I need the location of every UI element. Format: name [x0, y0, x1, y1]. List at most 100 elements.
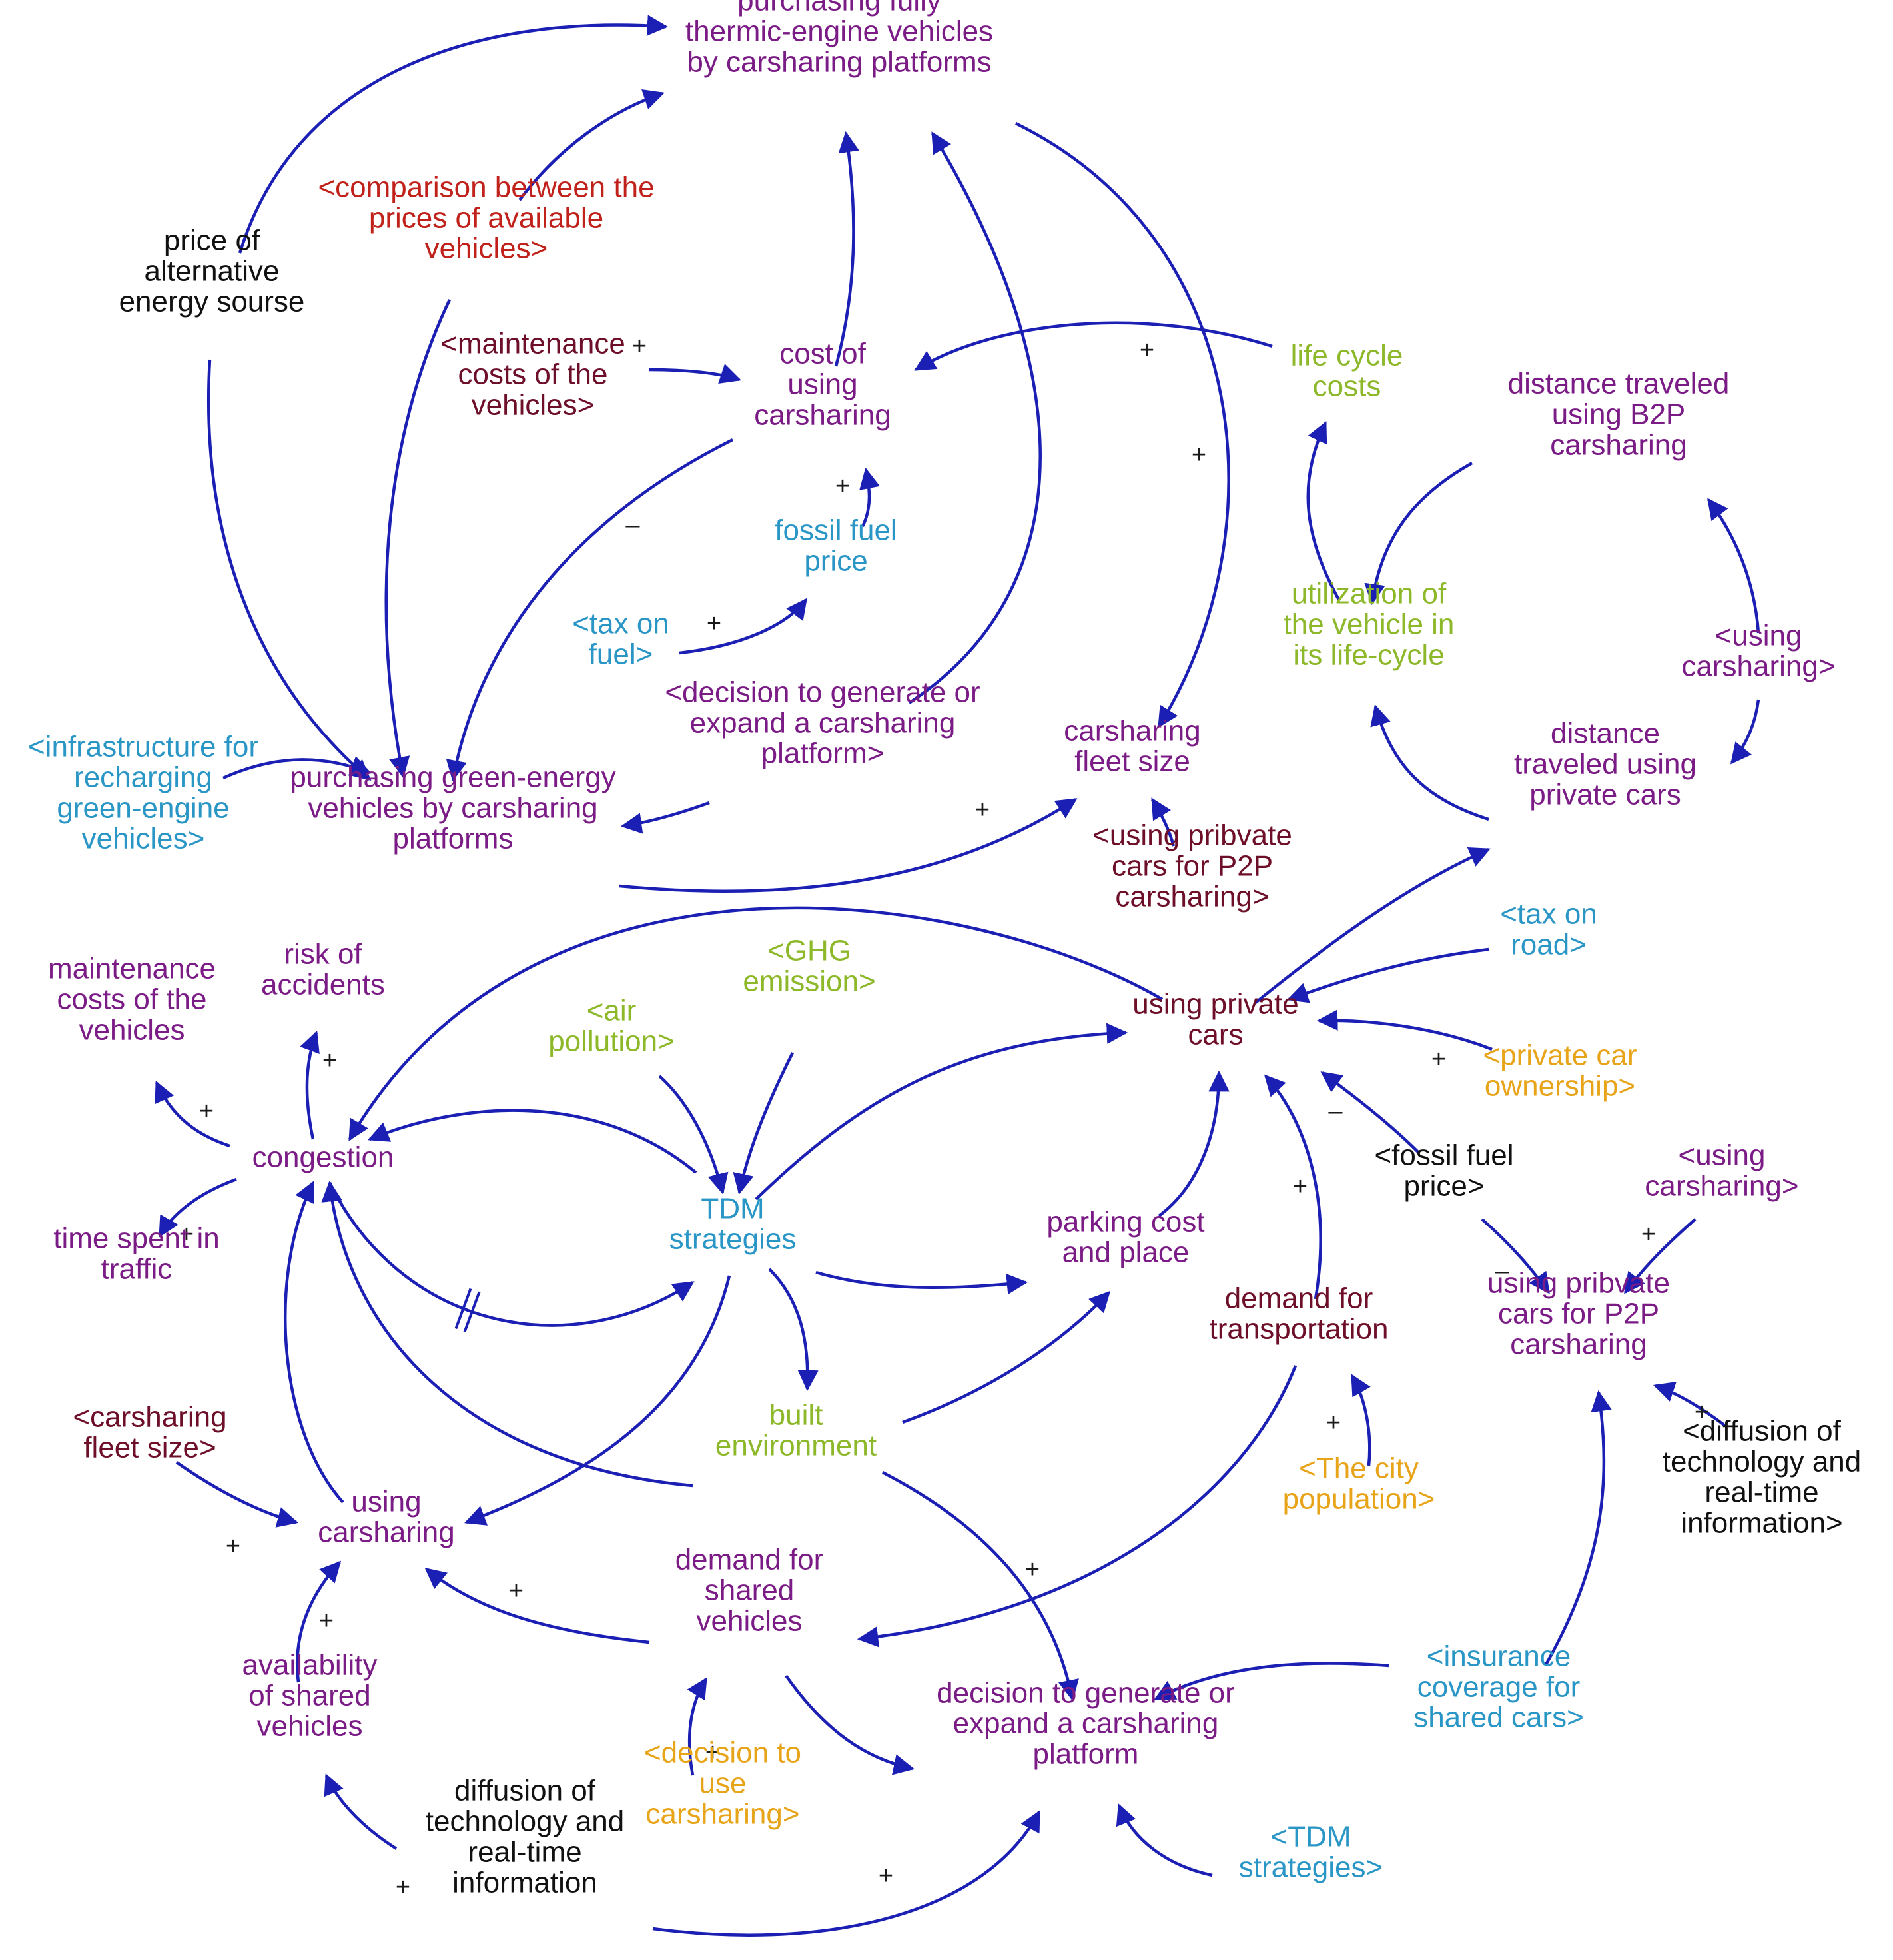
- node-label-line: purchasing fully: [737, 0, 941, 17]
- node-label-line: platform: [1033, 1738, 1139, 1771]
- node-label-line: <private car: [1483, 1039, 1637, 1072]
- link-life-cycle-costs-to-cost-using-cs: [914, 321, 1273, 371]
- link-built-env-to-congestion: [321, 1180, 693, 1488]
- node-label-line: traffic: [101, 1253, 173, 1286]
- node-label-line: <maintenance: [440, 328, 625, 360]
- node-label-line: distance: [1551, 718, 1660, 750]
- node-label-line: emission>: [743, 965, 875, 998]
- node-label-line: price: [804, 545, 867, 578]
- node-infrastructure: <infrastructure forrecharginggreen-engin…: [28, 731, 258, 855]
- link-purchasing-thermic-to-cs-fleet-size: [1015, 121, 1230, 728]
- link-using-private-to-congestion: [348, 906, 1164, 1141]
- polarity-label: –: [1495, 1257, 1509, 1285]
- link-dist-private-to-utilization: [1370, 704, 1489, 821]
- node-label-line: technology and: [426, 1805, 624, 1838]
- node-label-line: <diffusion of: [1683, 1415, 1841, 1448]
- node-label-line: shared cars>: [1413, 1702, 1584, 1734]
- node-label-line: carsharing>: [1115, 881, 1269, 913]
- polarity-label: +: [1140, 336, 1154, 364]
- node-label-line: vehicles: [257, 1710, 363, 1743]
- node-label-line: time spent in: [53, 1223, 219, 1255]
- node-label-line: accidents: [261, 969, 385, 1001]
- node-label-line: thermic-engine vehicles: [685, 15, 993, 48]
- polarity-label: +: [705, 1739, 720, 1767]
- node-label-line: the vehicle in: [1284, 608, 1455, 641]
- node-label-line: carsharing: [754, 399, 891, 432]
- link-tdm-to-congestion: [368, 1109, 697, 1174]
- node-label-line: vehicles>: [425, 233, 548, 265]
- polarity-label: +: [1192, 441, 1206, 469]
- link-built-env-to-decision: [881, 1471, 1079, 1702]
- node-label-line: platform>: [761, 737, 885, 770]
- link-demand-shared-to-decision: [785, 1674, 915, 1775]
- polarity-label: –: [1328, 1097, 1343, 1125]
- link-tax-fuel-to-fossil-fuel-price: [679, 598, 807, 655]
- node-label-line: diffusion of: [454, 1775, 596, 1807]
- link-congestion-to-time-traffic: [159, 1177, 237, 1238]
- link-insurance-to-decision: [1154, 1662, 1389, 1700]
- node-label-line: carsharing>: [1681, 650, 1835, 683]
- node-label-line: carsharing>: [1645, 1170, 1798, 1203]
- node-label-line: energy sourse: [119, 286, 305, 318]
- link-built-env-to-parking: [902, 1290, 1111, 1424]
- node-label-line: life cycle: [1291, 340, 1403, 372]
- node-label-line: using: [351, 1486, 421, 1518]
- node-label-line: information>: [1681, 1507, 1842, 1540]
- node-label-line: shared: [705, 1574, 795, 1607]
- link-insurance-to-p2p: [1544, 1390, 1612, 1667]
- node-label-line: platforms: [393, 823, 514, 855]
- link-using-cs-to-congestion: [284, 1181, 344, 1504]
- link-ghg-to-tdm: [733, 1051, 795, 1195]
- node-label-line: ownership>: [1485, 1070, 1635, 1103]
- polarity-label: +: [179, 1221, 194, 1248]
- link-demand-shared-to-using-cs: [424, 1568, 650, 1644]
- link-purchasing-green-to-cs-fleet-size: [619, 798, 1078, 893]
- node-label-line: <decision to generate or: [665, 676, 980, 709]
- link-demand-transport-to-demand-shared: [857, 1365, 1298, 1648]
- polarity-label: +: [226, 1532, 240, 1560]
- node-label-line: <decision to: [644, 1737, 801, 1769]
- link-utilization-to-life-cycle-costs: [1306, 421, 1340, 601]
- node-label-line: technology and: [1663, 1446, 1861, 1478]
- link-city-population-to-demand-transport: [1351, 1374, 1371, 1466]
- node-label-line: <comparison between the: [318, 171, 654, 204]
- link-parking-to-using-private: [1158, 1070, 1230, 1217]
- node-label-line: price of: [164, 225, 260, 257]
- node-label-line: strategies: [669, 1223, 797, 1256]
- node-label-line: fleet size>: [83, 1432, 216, 1464]
- node-label-line: demand for: [1225, 1282, 1373, 1315]
- node-label-line: utilization of: [1292, 578, 1447, 610]
- node-label-line: real-time: [1704, 1476, 1818, 1509]
- polarity-label: +: [707, 610, 721, 638]
- node-label-line: vehicles>: [82, 823, 205, 855]
- link-fossil-shadow-to-using-private: [1320, 1071, 1420, 1154]
- link-using-cs-shadow-right-to-dist-b2p: [1707, 498, 1760, 634]
- link-fleet-shadow-to-using-cs: [175, 1461, 299, 1528]
- node-label-line: costs of the: [458, 358, 607, 391]
- node-label-line: risk of: [284, 938, 362, 971]
- link-fossil-shadow-to-p2p: [1481, 1218, 1550, 1294]
- node-label-line: vehicles: [79, 1014, 185, 1047]
- link-using-cs-shadow-mid-to-p2p: [1624, 1218, 1697, 1294]
- node-label-line: <The city: [1299, 1452, 1419, 1485]
- node-label-line: cost of: [779, 338, 866, 370]
- link-diffusion-to-decision: [652, 1810, 1040, 1937]
- node-label-line: vehicles by carsharing: [308, 792, 597, 825]
- link-dist-b2p-to-utilization: [1364, 462, 1473, 606]
